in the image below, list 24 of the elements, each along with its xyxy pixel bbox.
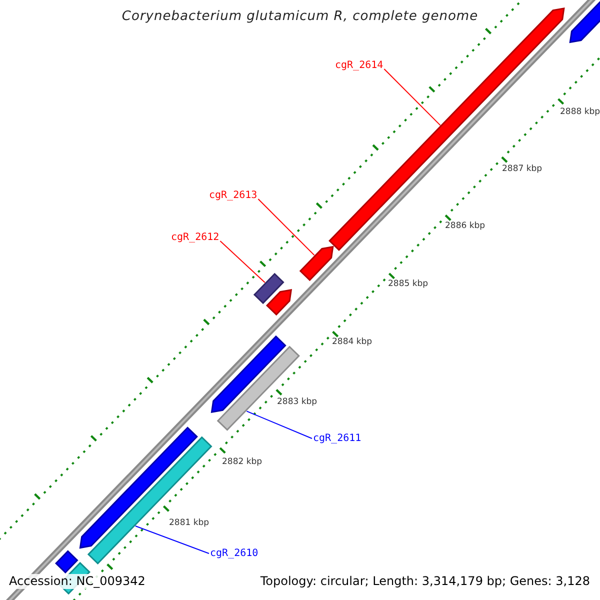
scale-label: 2888 kbp bbox=[560, 108, 600, 118]
scale-label: 2885 kbp bbox=[388, 280, 428, 290]
gene-feature bbox=[216, 346, 300, 431]
gene-feature bbox=[87, 436, 212, 564]
scale-label: 2882 kbp bbox=[222, 458, 262, 468]
leader-line bbox=[246, 410, 312, 439]
leader-line bbox=[384, 68, 441, 126]
scale-label: 2883 kbp bbox=[277, 398, 318, 408]
leader-line bbox=[220, 240, 266, 283]
leader-line bbox=[134, 526, 210, 554]
gene-feature bbox=[253, 272, 284, 304]
leader-line bbox=[258, 198, 315, 256]
scale-label: 2887 kbp bbox=[502, 165, 542, 174]
title: Corynebacterium glutamicum R, complete genome bbox=[120, 10, 480, 24]
gene-feature bbox=[299, 246, 334, 282]
genome-info-label: Topology: circular; Length: 3,314,179 bp; Genes: 3,128 bbox=[260, 575, 590, 588]
gene-label: cgR_2612 bbox=[171, 232, 220, 243]
scale-label: 2881 kbp bbox=[169, 519, 210, 528]
gene-label: cgR_2613 bbox=[209, 190, 258, 201]
gene-label: cgR_2610 bbox=[210, 548, 258, 559]
gene-label: cgR_2611 bbox=[313, 433, 362, 444]
scale-label: 2886 kbp bbox=[445, 222, 486, 232]
gene-label: cgR_2614 bbox=[335, 60, 384, 71]
scale-label: 2884 kbp bbox=[332, 338, 372, 348]
